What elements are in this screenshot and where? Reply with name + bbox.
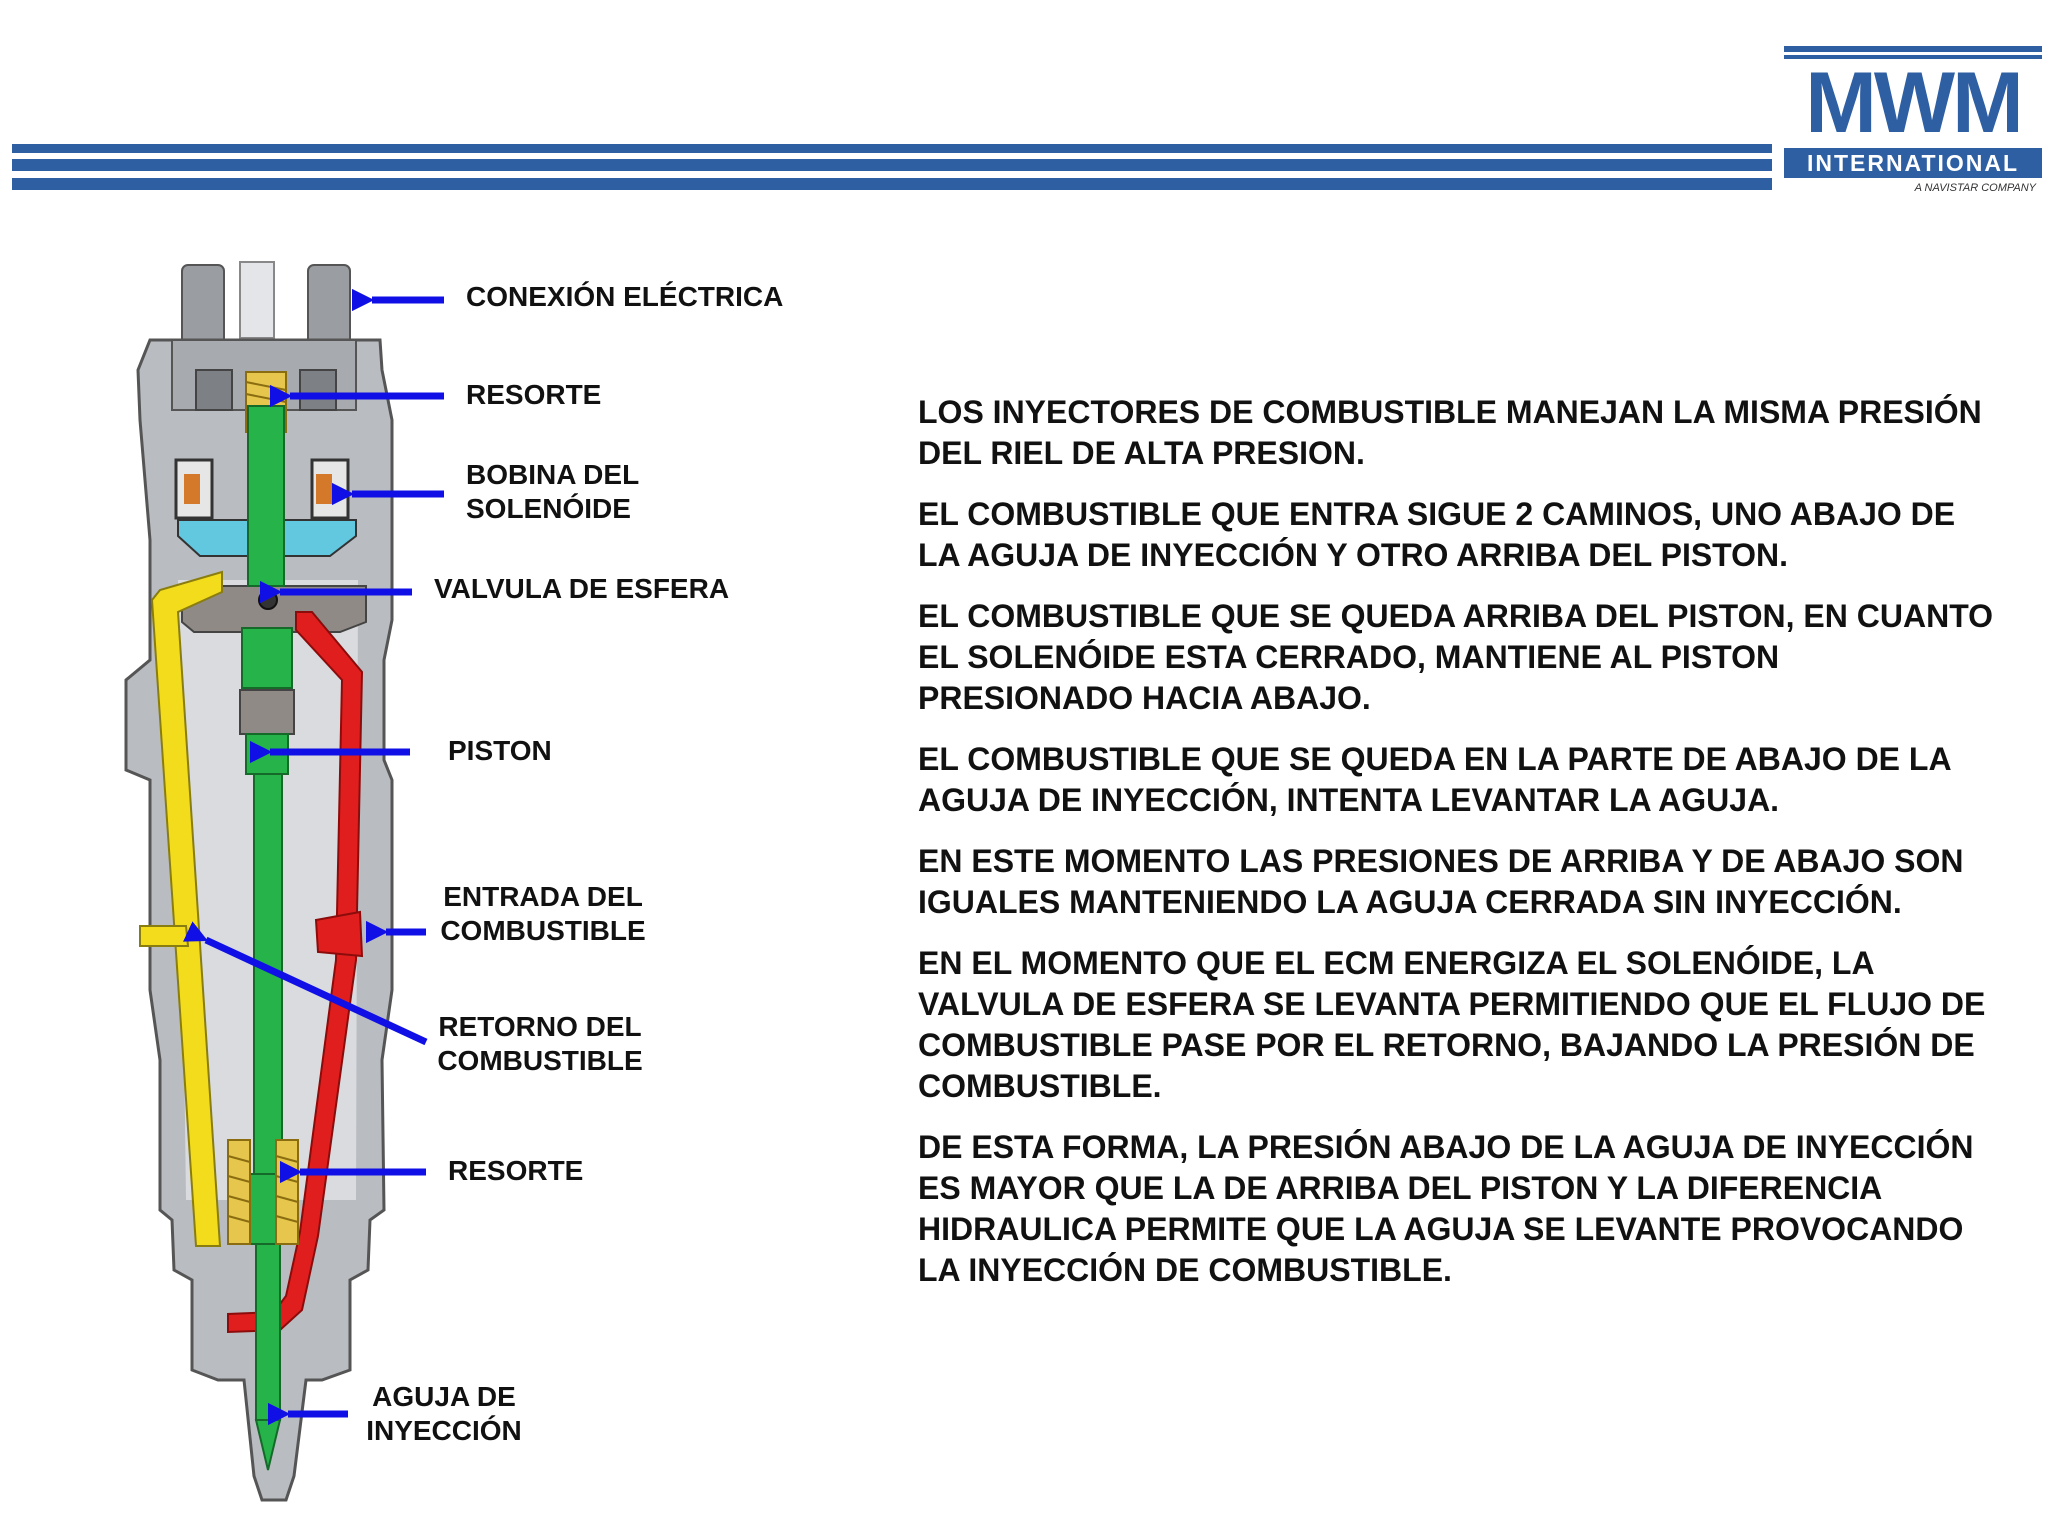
paragraph-7: DE ESTA FORMA, LA PRESIÓN ABAJO DE LA AG…: [918, 1129, 1974, 1288]
paragraph-2: EL COMBUSTIBLE QUE ENTRA SIGUE 2 CAMINOS…: [918, 496, 1956, 573]
mwm-international-logo: MWM INTERNATIONAL A NAVISTAR COMPANY: [1784, 46, 2042, 202]
label-bobina-line2: SOLENÓIDE: [466, 493, 631, 524]
label-entrada-line2: COMBUSTIBLE: [440, 915, 646, 946]
ball-valve: [258, 590, 278, 610]
label-conexion-electrica: CONEXIÓN ELÉCTRICA: [466, 281, 784, 312]
paragraph-5: EN ESTE MOMENTO LAS PRESIONES DE ARRIBA …: [918, 843, 1964, 920]
return-channel: [227, 611, 364, 1334]
label-resorte-bottom: RESORTE: [448, 1155, 584, 1186]
label-aguja-line1: AGUJA DE: [372, 1381, 516, 1412]
label-resorte-top: RESORTE: [466, 379, 602, 410]
label-retorno-line1: RETORNO DEL: [438, 1011, 642, 1042]
inlet-channel: [150, 570, 223, 1247]
paragraph-1: LOS INYECTORES DE COMBUSTIBLE MANEJAN LA…: [918, 394, 1982, 471]
paragraph-6: EN EL MOMENTO QUE EL ECM ENERGIZA EL SOL…: [918, 945, 1986, 1104]
callout-arrows: [182, 288, 444, 1426]
label-piston: PISTON: [448, 735, 552, 766]
logo-tagline: A NAVISTAR COMPANY: [1914, 182, 2036, 194]
label-bobina-line1: BOBINA DEL: [466, 459, 640, 490]
label-retorno-line2: COMBUSTIBLE: [437, 1045, 643, 1076]
paragraph-3: EL COMBUSTIBLE QUE SE QUEDA ARRIBA DEL P…: [918, 598, 1994, 716]
label-valvula-de-esfera: VALVULA DE ESFERA: [434, 573, 730, 604]
electrical-connector: [181, 261, 351, 358]
label-aguja-line2: INYECCIÓN: [366, 1415, 522, 1446]
logo-subtitle: INTERNATIONAL: [1784, 148, 2042, 178]
label-entrada-line1: ENTRADA DEL: [443, 881, 643, 912]
piston-needle: [239, 405, 295, 1471]
header-stripes: [12, 144, 1772, 194]
paragraph-4: EL COMBUSTIBLE QUE SE QUEDA EN LA PARTE …: [918, 741, 1951, 818]
explanation-text: LOS INYECTORES DE COMBUSTIBLE MANEJAN LA…: [918, 392, 1998, 1311]
logo-brand: MWM: [1805, 55, 2023, 151]
arrow-retorno: [182, 921, 428, 1046]
